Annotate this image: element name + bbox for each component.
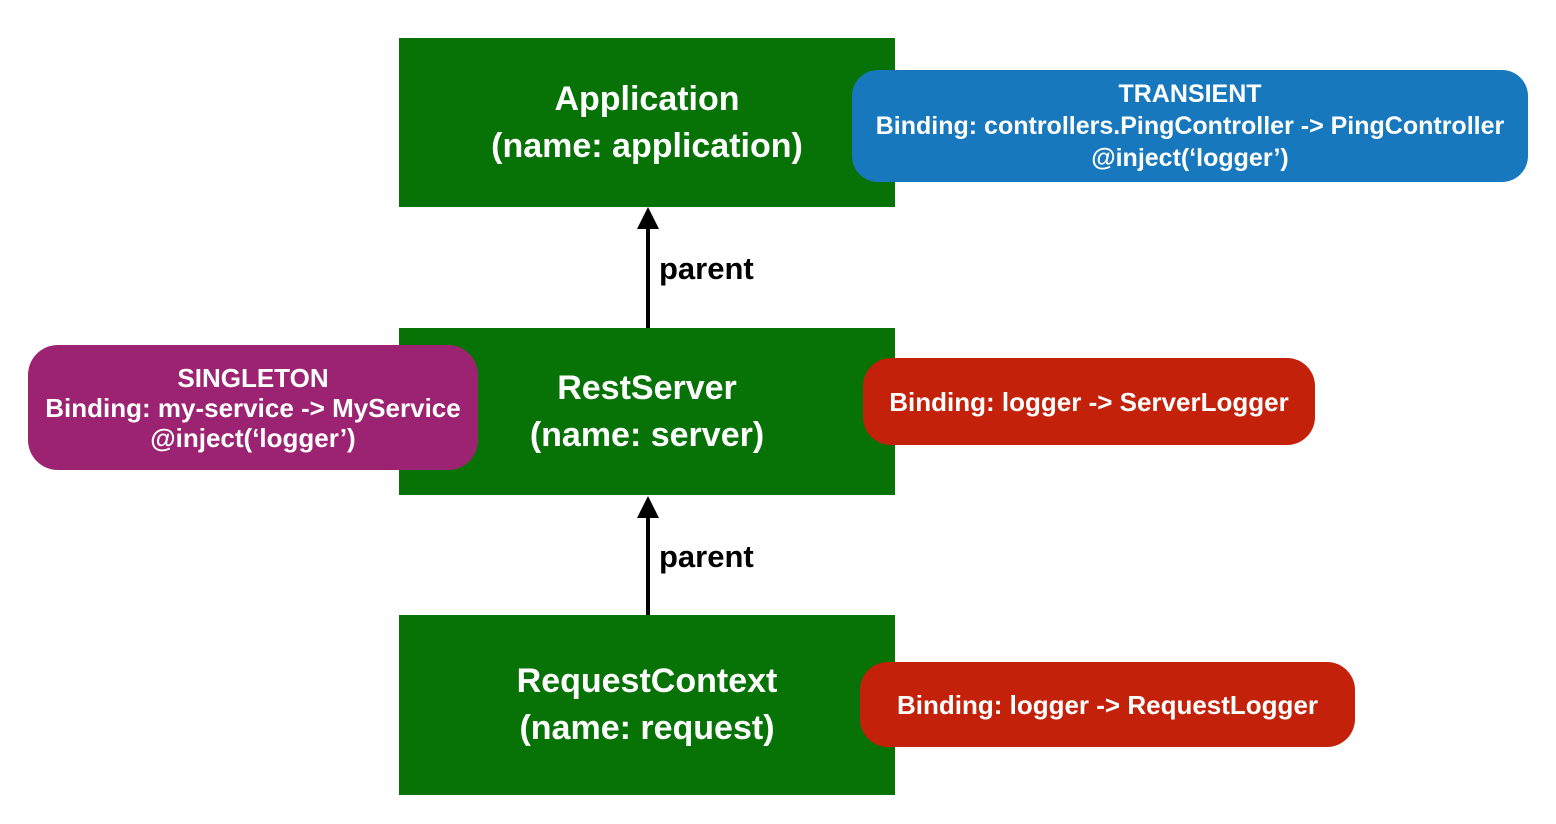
parent-edge-label-lower: parent <box>659 539 754 574</box>
node-restserver-title: RestServer <box>557 368 737 407</box>
arrow-head-icon <box>637 496 659 518</box>
badge-request-logger-binding: Binding: logger -> RequestLogger <box>860 662 1355 747</box>
badge-singleton-binding: SINGLETON Binding: my-service -> MyServi… <box>28 345 478 470</box>
parent-edge-label-upper: parent <box>659 251 754 286</box>
node-requestcontext-subtitle: (name: request) <box>519 709 775 747</box>
badge-transient-binding-text: Binding: controllers.PingController -> P… <box>875 112 1505 140</box>
badge-singleton-inject-text: @inject(‘logger’) <box>150 422 356 453</box>
badge-singleton-binding-text: Binding: my-service -> MyService <box>45 392 461 423</box>
node-application-subtitle: (name: application) <box>491 126 803 165</box>
arrow-line <box>646 516 650 615</box>
node-application: Application (name: application) <box>399 38 895 207</box>
parent-arrow-restserver-to-application <box>637 207 659 328</box>
badge-transient-binding: TRANSIENT Binding: controllers.PingContr… <box>852 70 1528 182</box>
badge-server-logger-binding-text: Binding: logger -> ServerLogger <box>889 386 1289 417</box>
node-restserver-subtitle: (name: server) <box>529 415 765 454</box>
node-restserver: RestServer (name: server) <box>399 328 895 495</box>
node-requestcontext-title: RequestContext <box>516 662 778 700</box>
node-application-title: Application <box>554 79 740 118</box>
parent-arrow-requestcontext-to-restserver <box>637 496 659 615</box>
badge-request-logger-binding-text: Binding: logger -> RequestLogger <box>896 689 1319 720</box>
node-requestcontext: RequestContext (name: request) <box>399 615 895 795</box>
badge-server-logger-binding: Binding: logger -> ServerLogger <box>863 358 1315 445</box>
badge-transient-inject-text: @inject(‘logger’) <box>1091 144 1289 172</box>
badge-singleton-scope-label: SINGLETON <box>177 362 329 393</box>
badge-transient-scope-label: TRANSIENT <box>1118 80 1262 108</box>
arrow-line <box>646 227 650 328</box>
arrow-head-icon <box>637 207 659 229</box>
